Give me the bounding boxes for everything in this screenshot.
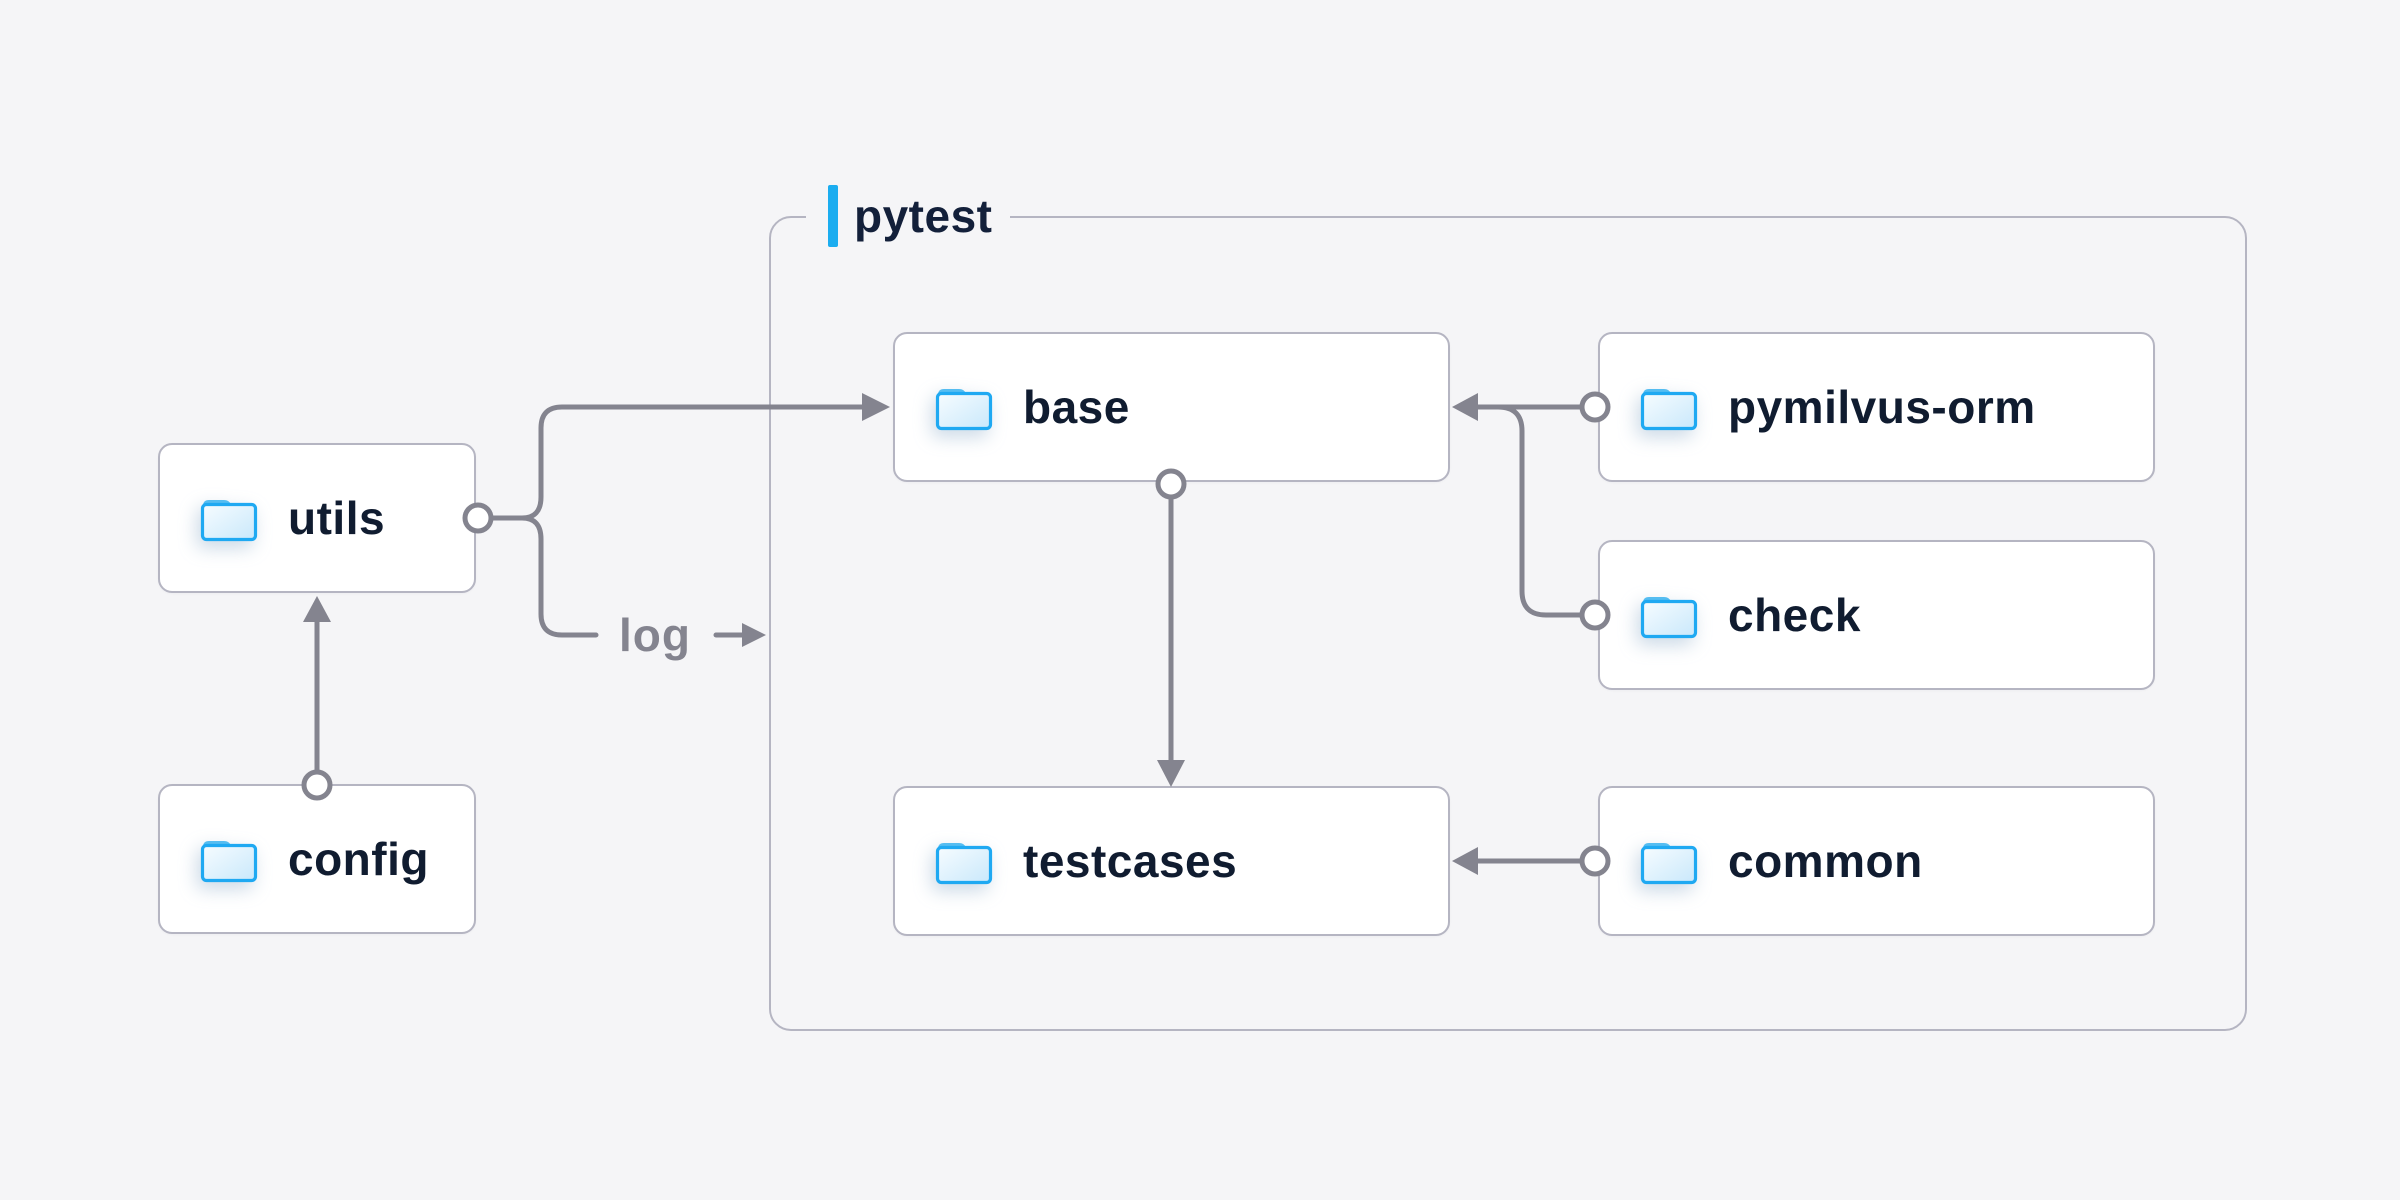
node-label: base	[1023, 381, 1130, 433]
node-base: base	[893, 332, 1450, 482]
node-pymilvus-orm: pymilvus-orm	[1598, 332, 2155, 482]
node-label: config	[288, 833, 429, 885]
folder-icon	[1640, 843, 1698, 885]
node-label: pymilvus-orm	[1728, 381, 2036, 433]
node-label: check	[1728, 589, 1861, 641]
folder-icon	[1640, 597, 1698, 639]
node-common: common	[1598, 786, 2155, 936]
folder-icon	[1640, 389, 1698, 431]
folder-icon	[200, 500, 258, 542]
edge-utils-log	[489, 515, 599, 638]
accent-bar	[828, 185, 838, 247]
folder-icon	[935, 843, 993, 885]
pytest-container	[769, 216, 2247, 1031]
pytest-container-title: pytest	[854, 190, 993, 242]
node-check: check	[1598, 540, 2155, 690]
node-label: common	[1728, 835, 1923, 887]
folder-icon	[935, 389, 993, 431]
node-label: testcases	[1023, 835, 1238, 887]
node-utils: utils	[158, 443, 476, 593]
edge-label-log: log	[619, 609, 691, 661]
arrowhead-log	[742, 623, 766, 647]
arrowhead-into-utils	[303, 596, 331, 622]
pytest-container-label: pytest	[806, 184, 1011, 248]
node-config: config	[158, 784, 476, 934]
node-testcases: testcases	[893, 786, 1450, 936]
folder-icon	[200, 841, 258, 883]
node-label: utils	[288, 492, 386, 544]
